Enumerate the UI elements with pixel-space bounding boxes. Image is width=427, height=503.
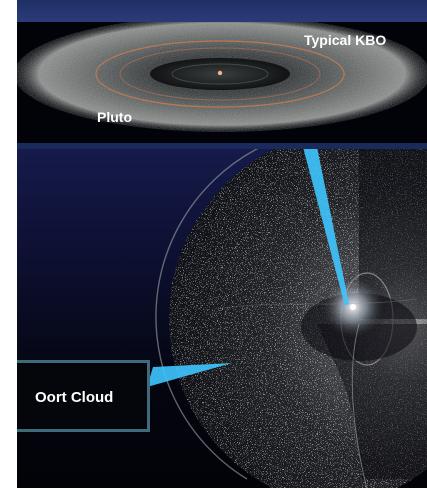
- oort-cloud-callout: Oort Cloud: [17, 360, 150, 432]
- oort-cloud-sphere: [169, 149, 427, 488]
- panel-divider: [17, 143, 427, 149]
- oort-cloud-illustration: [147, 149, 427, 488]
- kuiper-belt-illustration: [17, 22, 427, 132]
- typical-kbo-label: Typical KBO: [304, 32, 387, 48]
- pointer-beam-oort: [147, 363, 232, 387]
- typical-kbo-orbit: [95, 40, 345, 108]
- header-band: [17, 0, 427, 22]
- pluto-orbit: [119, 47, 321, 101]
- pointer-beam-top: [303, 149, 349, 306]
- oort-cloud-panel: Oort Cloud: [17, 149, 427, 488]
- sun-core: [350, 304, 356, 310]
- kuiper-belt-panel: Typical KBO Pluto: [17, 22, 427, 143]
- oort-cloud-label: Oort Cloud: [35, 389, 114, 406]
- sun-marker: [217, 70, 223, 76]
- illustration-frame: Typical KBO Pluto: [17, 0, 427, 488]
- pluto-label: Pluto: [97, 109, 132, 125]
